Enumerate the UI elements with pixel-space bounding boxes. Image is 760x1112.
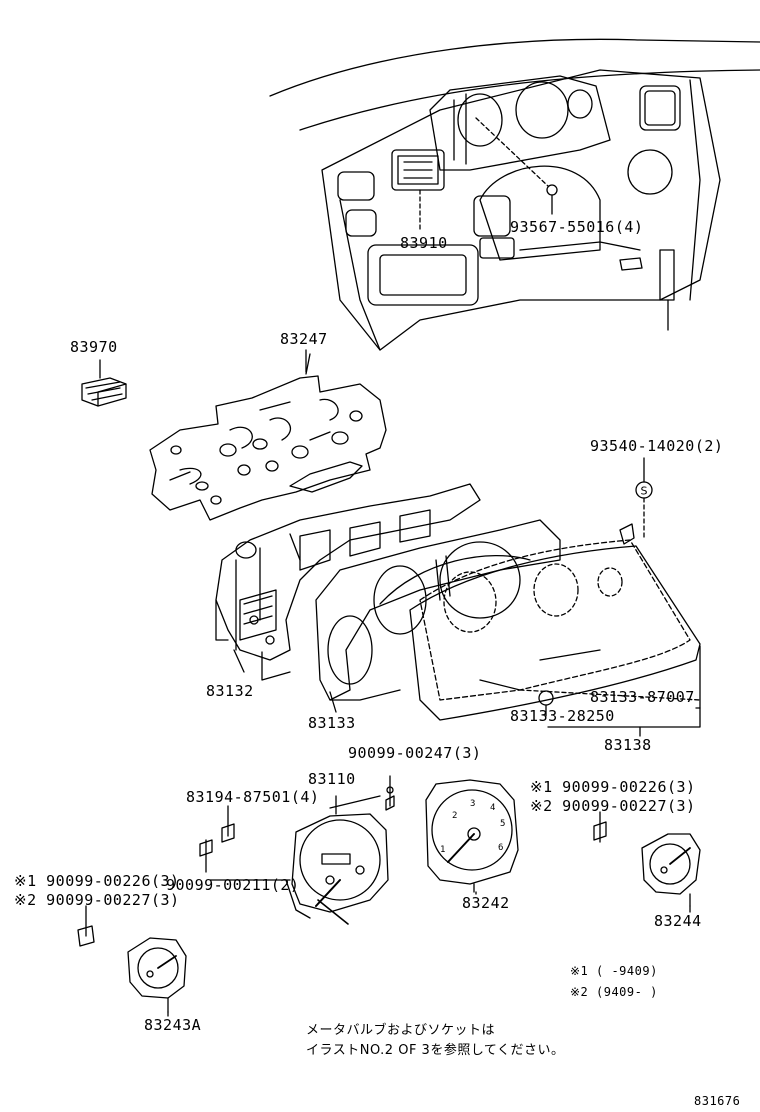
label-90099-00211: 90099-00211(2) [166,876,300,894]
dashboard-panel [269,38,760,351]
label-90099-00247: 90099-00247(3) [348,744,482,762]
part-83244-gauge [641,833,701,907]
label-93540-14020: 93540-14020(2) [590,437,724,455]
screw-left-00226 [77,905,95,947]
part-93540-screw: S [619,481,653,545]
diagram-id: 831676 [694,1094,741,1108]
label-right-90099-00226: ※1 90099-00226(3) [530,778,696,796]
label-left-90099-00227: ※2 90099-00227(3) [14,891,180,909]
note-line-1: メータバルブおよびソケットは [306,1023,496,1038]
screw-83194-87501 [221,805,235,843]
svg-text:1: 1 [440,845,445,855]
part-83247-circuit [149,353,387,521]
screw-right-00226 [593,811,607,843]
svg-text:6: 6 [498,843,503,853]
label-83970: 83970 [70,338,118,356]
legend-note-1: ※1 ( -9409) [570,964,658,978]
s-mark: S [641,485,648,498]
label-83194-87501: 83194-87501(4) [186,788,320,806]
part-83970-socket [81,377,127,407]
svg-text:4: 4 [490,803,495,813]
svg-text:5: 5 [500,819,505,829]
screw-90099-00247 [385,775,395,811]
part-83242-tachometer: 1 2 3 4 5 6 [425,779,519,893]
label-93567-55016: 93567-55016(4) [510,218,644,236]
label-83138: 83138 [604,736,652,754]
label-83247: 83247 [280,330,328,348]
bracket-83138 [547,645,701,737]
label-83243A: 83243A [144,1016,202,1034]
part-83110-speedometer [285,795,389,925]
label-right-90099-00227: ※2 90099-00227(3) [530,797,696,815]
note-line-2: イラストNO.2 OF 3を参照してください。 [306,1043,565,1058]
label-83910: 83910 [400,234,448,252]
label-83244: 83244 [654,912,702,930]
label-83132: 83132 [206,682,254,700]
label-83133-87007: 83133-87007 [590,688,695,706]
part-83138-glass [409,539,701,721]
part-83132-case [215,483,481,681]
svg-text:2: 2 [452,811,457,821]
svg-text:3: 3 [470,799,475,809]
label-83110: 83110 [308,770,356,788]
part-83243A-gauge [127,937,187,1013]
label-left-90099-00226: ※1 90099-00226(3) [14,872,180,890]
label-83133-28250: 83133-28250 [510,707,615,725]
part-83133-panel [315,519,561,701]
legend-note-2: ※2 (9409- ) [570,985,658,999]
screw-90099-00211 [199,839,213,873]
leader-lines [99,349,691,1017]
label-83133: 83133 [308,714,356,732]
label-83242: 83242 [462,894,510,912]
